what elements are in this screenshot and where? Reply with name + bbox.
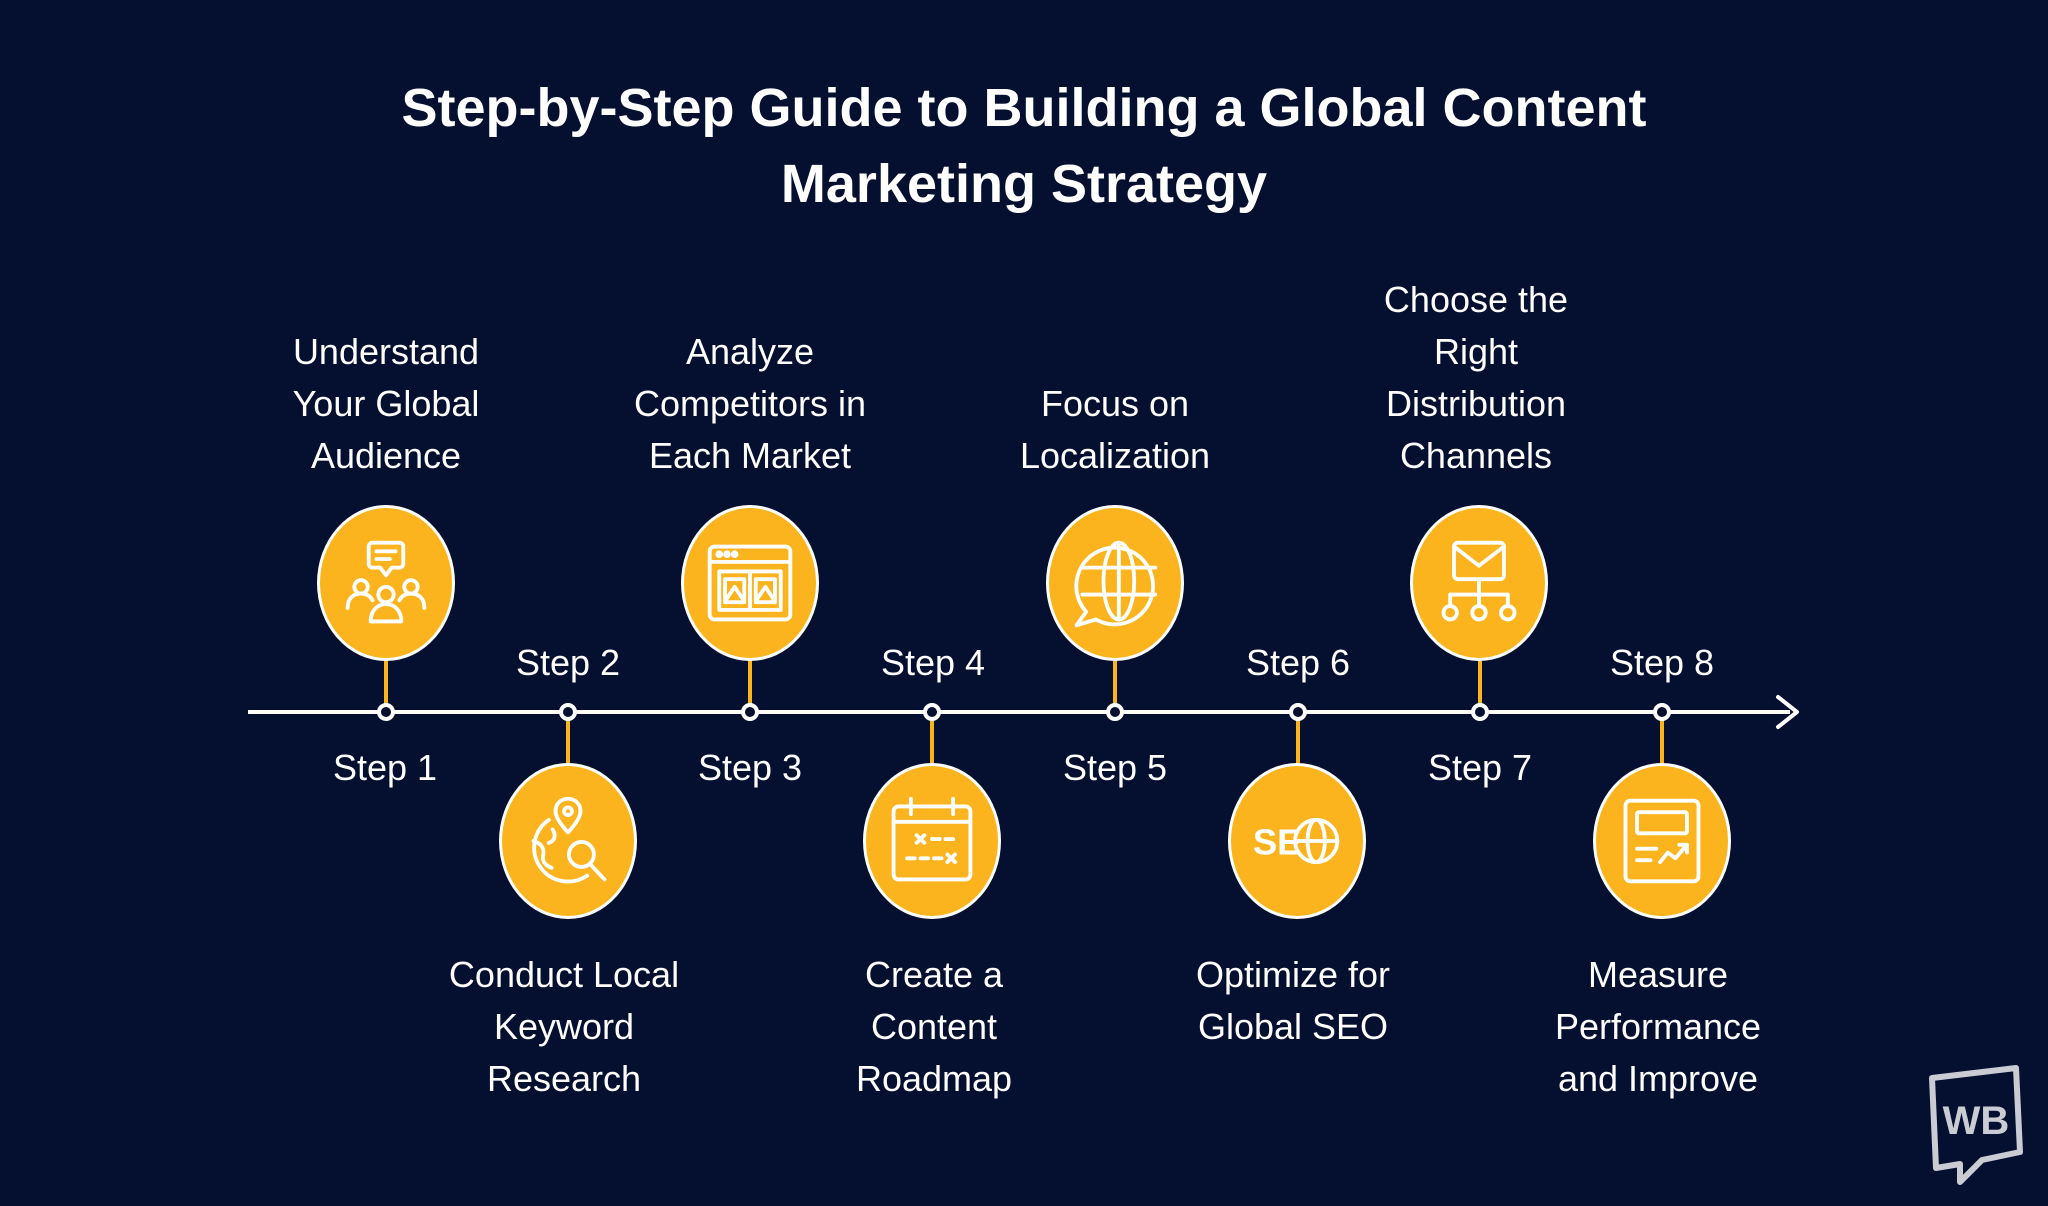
page-title: Step-by-Step Guide to Building a Global … xyxy=(0,70,2048,222)
step-7-desc-line-4: Channels xyxy=(1399,435,1553,476)
step-4-icon-circle xyxy=(863,763,1001,919)
step-1-desc-line-2: Your Global xyxy=(292,383,480,424)
step-1-desc-line-1: Understand xyxy=(292,331,480,372)
step-2-desc-line-1: Conduct Local xyxy=(448,954,680,995)
step-1-label: Step 1 xyxy=(332,747,438,788)
step-4-dot xyxy=(923,703,941,721)
title-line-1: Step-by-Step Guide to Building a Global … xyxy=(401,78,1647,138)
step-6-desc-line-2: Global SEO xyxy=(1197,1006,1389,1047)
step-8-label: Step 8 xyxy=(1609,642,1715,683)
seo-globe-icon: SE xyxy=(1253,817,1340,865)
step-1-description: Understand Your Global Audience xyxy=(246,326,526,482)
step-2-desc-line-3: Research xyxy=(486,1058,642,1099)
step-3-label: Step 3 xyxy=(697,747,803,788)
arrow-head-icon xyxy=(1776,695,1799,729)
step-4-desc-line-3: Roadmap xyxy=(855,1058,1013,1099)
browser-window-icon xyxy=(707,544,793,622)
step-6-dot xyxy=(1289,703,1307,721)
step-3-desc-line-2: Competitors in xyxy=(633,383,867,424)
step-3-desc-line-3: Each Market xyxy=(648,435,852,476)
step-5-label: Step 5 xyxy=(1062,747,1168,788)
step-7-desc-line-1: Choose the xyxy=(1383,279,1569,320)
step-3-description: Analyze Competitors in Each Market xyxy=(610,326,890,482)
email-network-icon xyxy=(1441,540,1517,622)
title-line-2: Marketing Strategy xyxy=(780,154,1268,214)
step-3-icon-circle xyxy=(681,505,819,661)
calendar-icon xyxy=(891,796,973,882)
step-7-label: Step 7 xyxy=(1427,747,1533,788)
step-6-description: Optimize for Global SEO xyxy=(1153,949,1433,1053)
step-6-desc-line-1: Optimize for xyxy=(1195,954,1391,995)
step-8-desc-line-2: Performance xyxy=(1554,1006,1762,1047)
step-3-dot xyxy=(741,703,759,721)
audience-chat-icon xyxy=(345,540,427,624)
step-8-desc-line-3: and Improve xyxy=(1557,1058,1759,1099)
step-2-icon-circle xyxy=(499,763,637,919)
step-4-desc-line-2: Content xyxy=(870,1006,998,1047)
step-7-icon-circle xyxy=(1410,505,1548,661)
step-8-icon-circle xyxy=(1593,763,1731,919)
step-8-desc-line-1: Measure xyxy=(1587,954,1729,995)
step-8-description: Measure Performance and Improve xyxy=(1518,949,1798,1105)
step-2-dot xyxy=(559,703,577,721)
step-1-icon-circle xyxy=(317,505,455,661)
step-2-desc-line-2: Keyword xyxy=(493,1006,635,1047)
logo-text: WB xyxy=(1943,1099,2010,1143)
step-5-description: Focus on Localization xyxy=(975,378,1255,482)
step-4-desc-line-1: Create a xyxy=(864,954,1004,995)
step-6-label: Step 6 xyxy=(1245,642,1351,683)
step-7-desc-line-2: Right xyxy=(1433,331,1519,372)
step-3-desc-line-1: Analyze xyxy=(685,331,815,372)
step-5-dot xyxy=(1106,703,1124,721)
step-5-icon-circle xyxy=(1046,505,1184,661)
analytics-chart-icon xyxy=(1623,798,1701,884)
step-7-desc-line-3: Distribution xyxy=(1385,383,1567,424)
step-4-description: Create a Content Roadmap xyxy=(794,949,1074,1105)
step-4-label: Step 4 xyxy=(880,642,986,683)
step-7-dot xyxy=(1471,703,1489,721)
step-8-dot xyxy=(1653,703,1671,721)
step-6-icon-circle: SE xyxy=(1228,763,1366,919)
step-2-description: Conduct Local Keyword Research xyxy=(424,949,704,1105)
step-2-label: Step 2 xyxy=(515,642,621,683)
wb-logo-icon: WB xyxy=(1929,1065,2023,1185)
globe-speech-icon xyxy=(1074,540,1158,628)
step-1-desc-line-3: Audience xyxy=(310,435,462,476)
step-7-description: Choose the Right Distribution Channels xyxy=(1336,274,1616,482)
step-5-desc-line-2: Localization xyxy=(1019,435,1211,476)
step-1-dot xyxy=(377,703,395,721)
globe-search-icon xyxy=(531,796,607,884)
step-5-desc-line-1: Focus on xyxy=(1040,383,1190,424)
